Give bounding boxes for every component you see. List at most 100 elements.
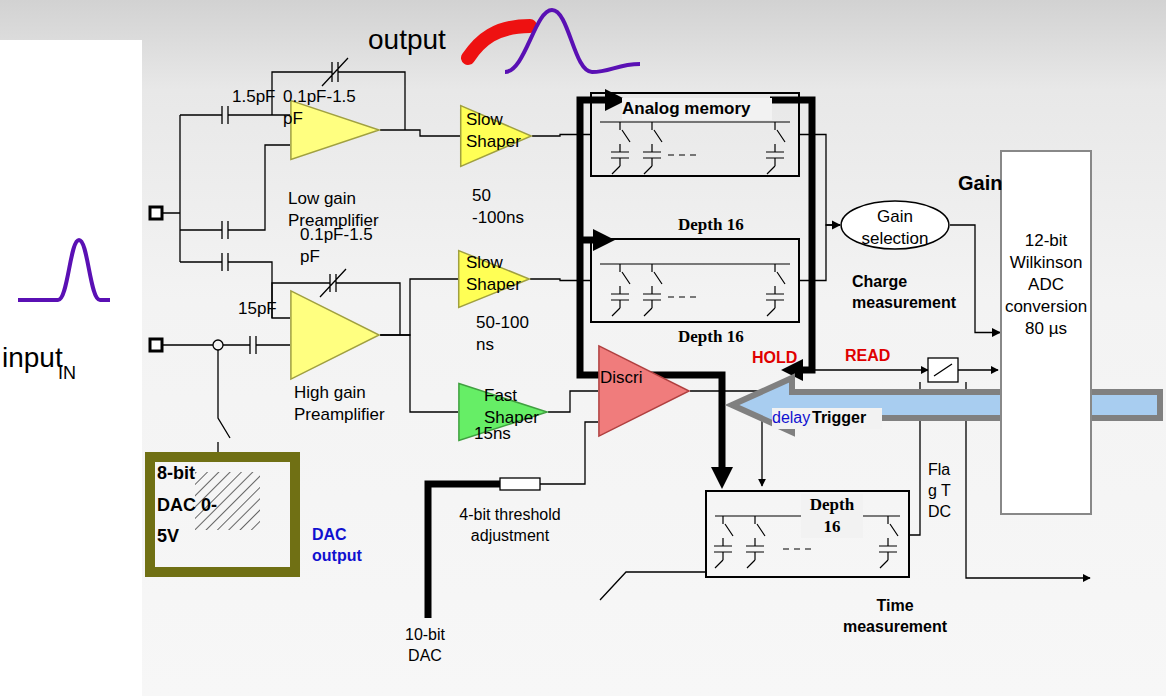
triangle-shape: [461, 106, 532, 167]
control-bus: [428, 100, 812, 618]
wire: [611, 122, 630, 174]
text-label: READ: [845, 346, 905, 367]
input-pulse: [18, 240, 110, 300]
discriminator-triangle: Discri: [598, 345, 690, 437]
wire: [746, 516, 765, 568]
input-terminal: [150, 339, 162, 351]
memory-box: Analog memoryDepth 16: [590, 92, 800, 177]
signal-connector: [548, 391, 598, 412]
node-title: 12-bit Wilkinson ADC conversion 80 µs: [1004, 230, 1088, 340]
text-label: IN: [58, 362, 88, 385]
wire: [643, 264, 662, 316]
node-title: Depth 16: [678, 326, 768, 348]
input-terminal: [150, 207, 162, 219]
wire: [766, 264, 785, 316]
node-note: 50 -100ns: [472, 185, 528, 229]
triangle-shape: [599, 346, 689, 436]
text-label: 15pF: [238, 298, 288, 320]
text-label: output: [368, 22, 488, 58]
dac-box: 8-bit DAC 0-5V: [145, 452, 300, 577]
signal-connector: [800, 135, 840, 226]
highlight-arrow: [732, 378, 1160, 432]
wire: [162, 106, 290, 262]
adc-box: 12-bit Wilkinson ADC conversion 80 µs: [1000, 150, 1092, 515]
white-panel: [0, 40, 142, 696]
wire: [600, 121, 790, 122]
wire: [668, 296, 700, 297]
shaper-triangle: Slow Shaper50 -100ns: [460, 105, 532, 167]
text-label: Trigger: [812, 408, 882, 429]
memory-box: Depth 16: [590, 238, 800, 323]
wire: [213, 340, 223, 350]
wire: [428, 484, 500, 618]
text-label: Gain: [958, 170, 1018, 196]
signal-connector: [530, 279, 590, 281]
signal-connector: [950, 225, 1000, 333]
text-label: Time measurement: [835, 596, 955, 638]
wire: [611, 264, 630, 316]
preamp-triangle-outline: [290, 100, 380, 160]
wire: [540, 422, 598, 484]
output-pulse: [505, 10, 640, 72]
discriminator-triangle-outline: [598, 345, 690, 437]
wire: [783, 548, 815, 549]
triangle-shape: [459, 251, 530, 308]
node-title: Fast Shaper: [484, 385, 546, 429]
wire: [934, 364, 998, 376]
wire: [668, 154, 700, 155]
capacitor-array: [600, 264, 790, 316]
text-label: delay: [772, 408, 812, 429]
wire: [766, 122, 785, 174]
wire: [500, 478, 540, 490]
wire: [180, 145, 290, 239]
signal-connector: [380, 335, 458, 412]
preamp-triangle: High gain Preamplifier: [290, 290, 380, 380]
node-title: Depth 16: [801, 494, 863, 538]
node-title: Discri: [600, 367, 670, 389]
node-title: Gain selection: [846, 206, 944, 250]
wire: [879, 516, 898, 568]
text-label: input: [2, 340, 62, 376]
text-label: 0.1pF-1.5 pF: [300, 224, 380, 268]
capacitor-array: [600, 122, 790, 174]
text-label: 10-bit DAC: [395, 625, 455, 667]
triangle-shape: [291, 101, 379, 160]
preamp-triangle-outline: [290, 290, 380, 380]
text-label: 4-bit threshold adjustment: [455, 505, 565, 547]
text-label: 0.1pF-1.5 pF: [283, 86, 363, 130]
text-label: Flag TDC: [928, 460, 958, 522]
triangle-shape: [291, 291, 379, 379]
text-label: 1.5pF: [232, 86, 282, 108]
wire: [643, 122, 662, 174]
wire: [770, 100, 812, 370]
text-label: Charge measurement: [852, 272, 972, 314]
node-title: Slow Shaper: [466, 109, 528, 153]
wire: [812, 369, 928, 370]
node-title: High gain Preamplifier: [294, 382, 394, 426]
wire: [600, 572, 705, 600]
wire: [600, 263, 790, 264]
text-label: HOLD: [752, 348, 812, 369]
preamp-triangle: Low gain Preamplifier: [290, 100, 380, 160]
wire: [218, 350, 230, 452]
signal-connector: [532, 135, 590, 137]
wire: [580, 100, 722, 480]
input-wiring: [162, 58, 405, 452]
memory-box: Depth 16: [705, 490, 910, 578]
signal-connector: [800, 225, 840, 281]
wire: [714, 516, 733, 568]
output-highlight: [468, 26, 530, 58]
shaper-triangle: Fast Shaper15ns: [458, 383, 548, 441]
signal-connector: [380, 130, 460, 136]
node-title: 8-bit DAC 0-5V: [157, 458, 221, 553]
shaper-triangle: Slow Shaper50-100 ns: [458, 250, 530, 308]
text-label: DAC output: [312, 525, 386, 567]
signal-connector: [380, 279, 458, 335]
node-title: Slow Shaper: [466, 252, 528, 296]
gain-selection-ellipse: Gain selection: [840, 200, 950, 250]
node-note: 15ns: [474, 423, 524, 445]
node-note: Depth 16: [678, 214, 768, 236]
